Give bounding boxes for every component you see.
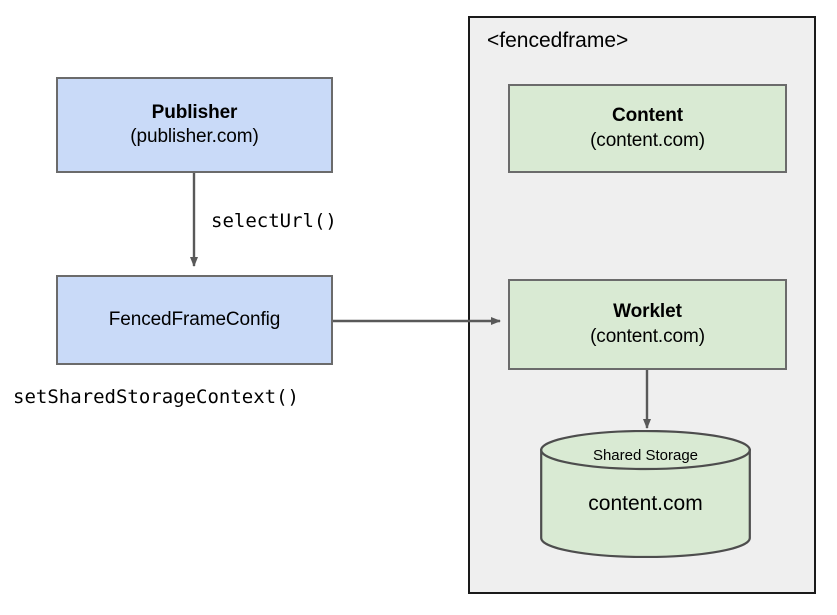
shared-storage-title: Shared Storage — [592, 447, 699, 464]
worklet-origin: (content.com) — [590, 325, 705, 347]
publisher-title: Publisher — [151, 101, 238, 123]
publisher-origin: (publisher.com) — [130, 126, 259, 147]
content-origin: (content.com) — [590, 129, 705, 151]
publisher-node[interactable]: Publisher (publisher.com) — [56, 77, 333, 173]
shared-storage-cylinder[interactable]: Shared Storage content.com — [540, 430, 751, 558]
shared-storage-origin: content.com — [588, 492, 703, 515]
content-node[interactable]: Content (content.com) — [508, 84, 787, 173]
fencedframeconfig-node[interactable]: FencedFrameConfig — [56, 275, 333, 365]
cylinder-shape — [540, 430, 751, 558]
fencedframe-panel-label: <fencedframe> — [487, 29, 629, 52]
select-url-label: selectUrl() — [211, 210, 337, 232]
set-shared-storage-context-label: setSharedStorageContext() — [13, 386, 299, 408]
worklet-title: Worklet — [613, 301, 682, 323]
fencedframeconfig-label: FencedFrameConfig — [108, 308, 281, 330]
content-title: Content — [611, 105, 684, 127]
worklet-node[interactable]: Worklet (content.com) — [508, 279, 787, 370]
